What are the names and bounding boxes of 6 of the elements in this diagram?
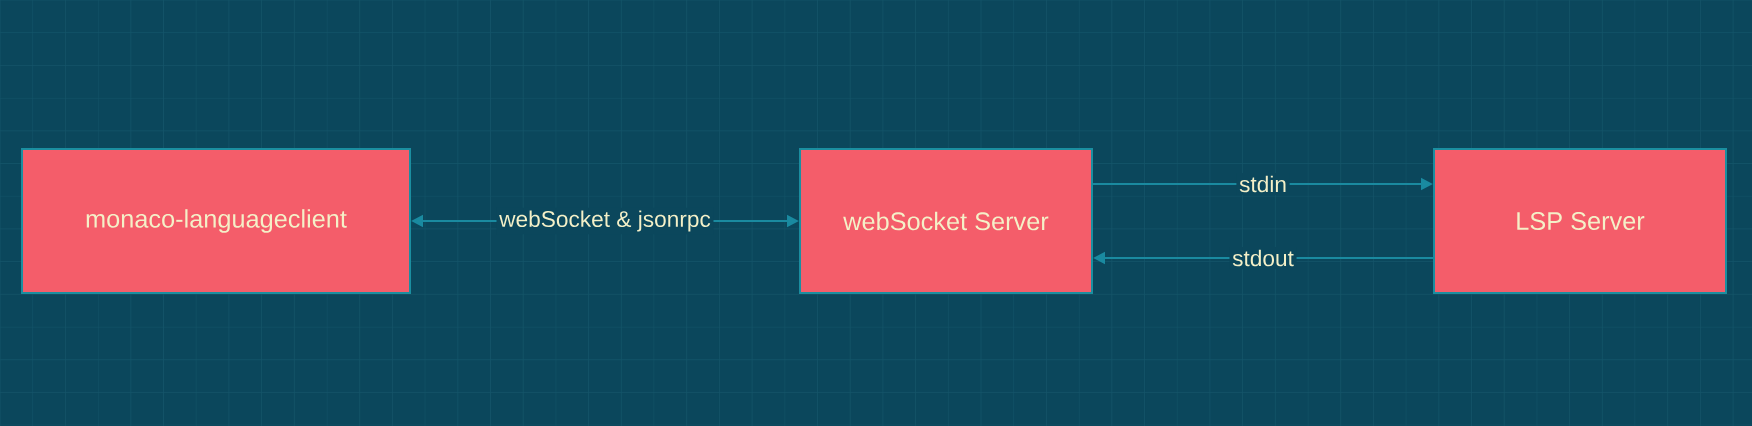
process-box: LSP Server <box>1433 148 1727 294</box>
process-box: monaco-languageclient <box>21 148 411 294</box>
edge-label: stdout <box>1229 247 1297 269</box>
edge-label: webSocket & jsonrpc <box>496 207 714 235</box>
edge-label: stdin <box>1236 173 1290 195</box>
process-box: webSocket Server <box>799 148 1093 294</box>
